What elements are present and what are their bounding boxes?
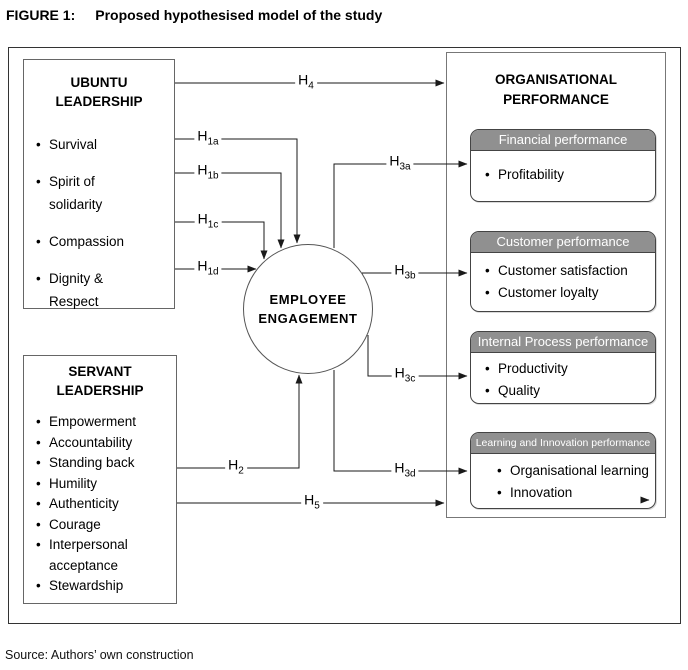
- internal-process-item-list: Productivity Quality: [471, 353, 655, 403]
- ubuntu-item-list: Survival Spirit of solidarity Compassion…: [32, 133, 174, 313]
- list-item: Survival: [32, 133, 145, 156]
- diagram-frame: UBUNTU LEADERSHIP Survival Spirit of sol…: [8, 47, 681, 624]
- list-item: Empowerment: [32, 412, 171, 433]
- list-item: Accountability: [32, 433, 171, 454]
- list-item: Interpersonal acceptance: [32, 535, 171, 576]
- internal-process-performance-header: Internal Process performance: [471, 332, 655, 353]
- list-item: Organisational learning: [493, 460, 651, 482]
- learning-innovation-performance-header: Learning and Innovation performance: [471, 433, 655, 454]
- employee-engagement-circle: EMPLOYEE ENGAGEMENT: [243, 244, 373, 374]
- list-item: Standing back: [32, 453, 171, 474]
- organisational-performance-title: ORGANISATIONAL PERFORMANCE: [495, 72, 617, 107]
- list-item: Dignity & Respect: [32, 267, 145, 313]
- list-item: Compassion: [32, 230, 145, 253]
- list-item: Spirit of solidarity: [32, 170, 145, 216]
- hypothesis-label-h1d: H1d: [194, 258, 222, 280]
- list-item: Productivity: [481, 358, 651, 380]
- arrow-h2: [177, 374, 303, 469]
- learning-innovation-item-list: Organisational learning Innovation: [471, 454, 655, 508]
- customer-performance-section: Customer performance Customer satisfacti…: [470, 231, 656, 312]
- list-item: Stewardship: [32, 576, 171, 597]
- organisational-performance-box: ORGANISATIONAL PERFORMANCE Financial per…: [446, 52, 666, 518]
- hypothesis-label-h1c: H1c: [194, 211, 222, 233]
- figure-number: FIGURE 1:: [6, 7, 76, 23]
- hypothesis-label-h3a: H3a: [386, 153, 414, 175]
- list-item: Profitability: [481, 164, 651, 186]
- hypothesis-label-h4: H4: [295, 72, 317, 94]
- list-item: Customer loyalty: [481, 282, 651, 304]
- list-item: Innovation: [493, 482, 651, 504]
- hypothesis-label-h3c: H3c: [391, 365, 419, 387]
- list-item: Quality: [481, 380, 651, 402]
- hypothesis-label-h3b: H3b: [391, 262, 419, 284]
- figure-caption: FIGURE 1: Proposed hypothesised model of …: [6, 7, 382, 23]
- hypothesis-label-h3d: H3d: [391, 460, 419, 482]
- customer-performance-header: Customer performance: [471, 232, 655, 253]
- ubuntu-leadership-box: UBUNTU LEADERSHIP Survival Spirit of sol…: [23, 59, 175, 309]
- list-item: Courage: [32, 515, 171, 536]
- list-item: Authenticity: [32, 494, 171, 515]
- ubuntu-leadership-title: UBUNTU LEADERSHIP: [55, 75, 143, 109]
- list-item: Customer satisfaction: [481, 260, 651, 282]
- servant-leadership-box: SERVANT LEADERSHIP Empowerment Accountab…: [23, 355, 177, 604]
- internal-process-performance-section: Internal Process performance Productivit…: [470, 331, 656, 404]
- financial-performance-header: Financial performance: [471, 130, 655, 151]
- customer-item-list: Customer satisfaction Customer loyalty: [471, 253, 655, 308]
- servant-leadership-title: SERVANT LEADERSHIP: [56, 364, 144, 398]
- hypothesis-label-h1a: H1a: [194, 128, 222, 150]
- arrow-h1b: [175, 172, 285, 249]
- figure-title: Proposed hypothesised model of the study: [95, 7, 383, 23]
- financial-item-list: Profitability: [471, 151, 655, 190]
- financial-performance-section: Financial performance Profitability: [470, 129, 656, 202]
- learning-innovation-performance-section: Learning and Innovation performance Orga…: [470, 432, 656, 509]
- hypothesis-label-h2: H2: [225, 457, 247, 479]
- source-note: Source: Authors’ own construction: [5, 648, 194, 662]
- arrow-h1a: [175, 138, 301, 244]
- servant-item-list: Empowerment Accountability Standing back…: [32, 412, 176, 597]
- list-item: Humility: [32, 474, 171, 495]
- hypothesis-label-h1b: H1b: [194, 162, 222, 184]
- hypothesis-label-h5: H5: [301, 492, 323, 514]
